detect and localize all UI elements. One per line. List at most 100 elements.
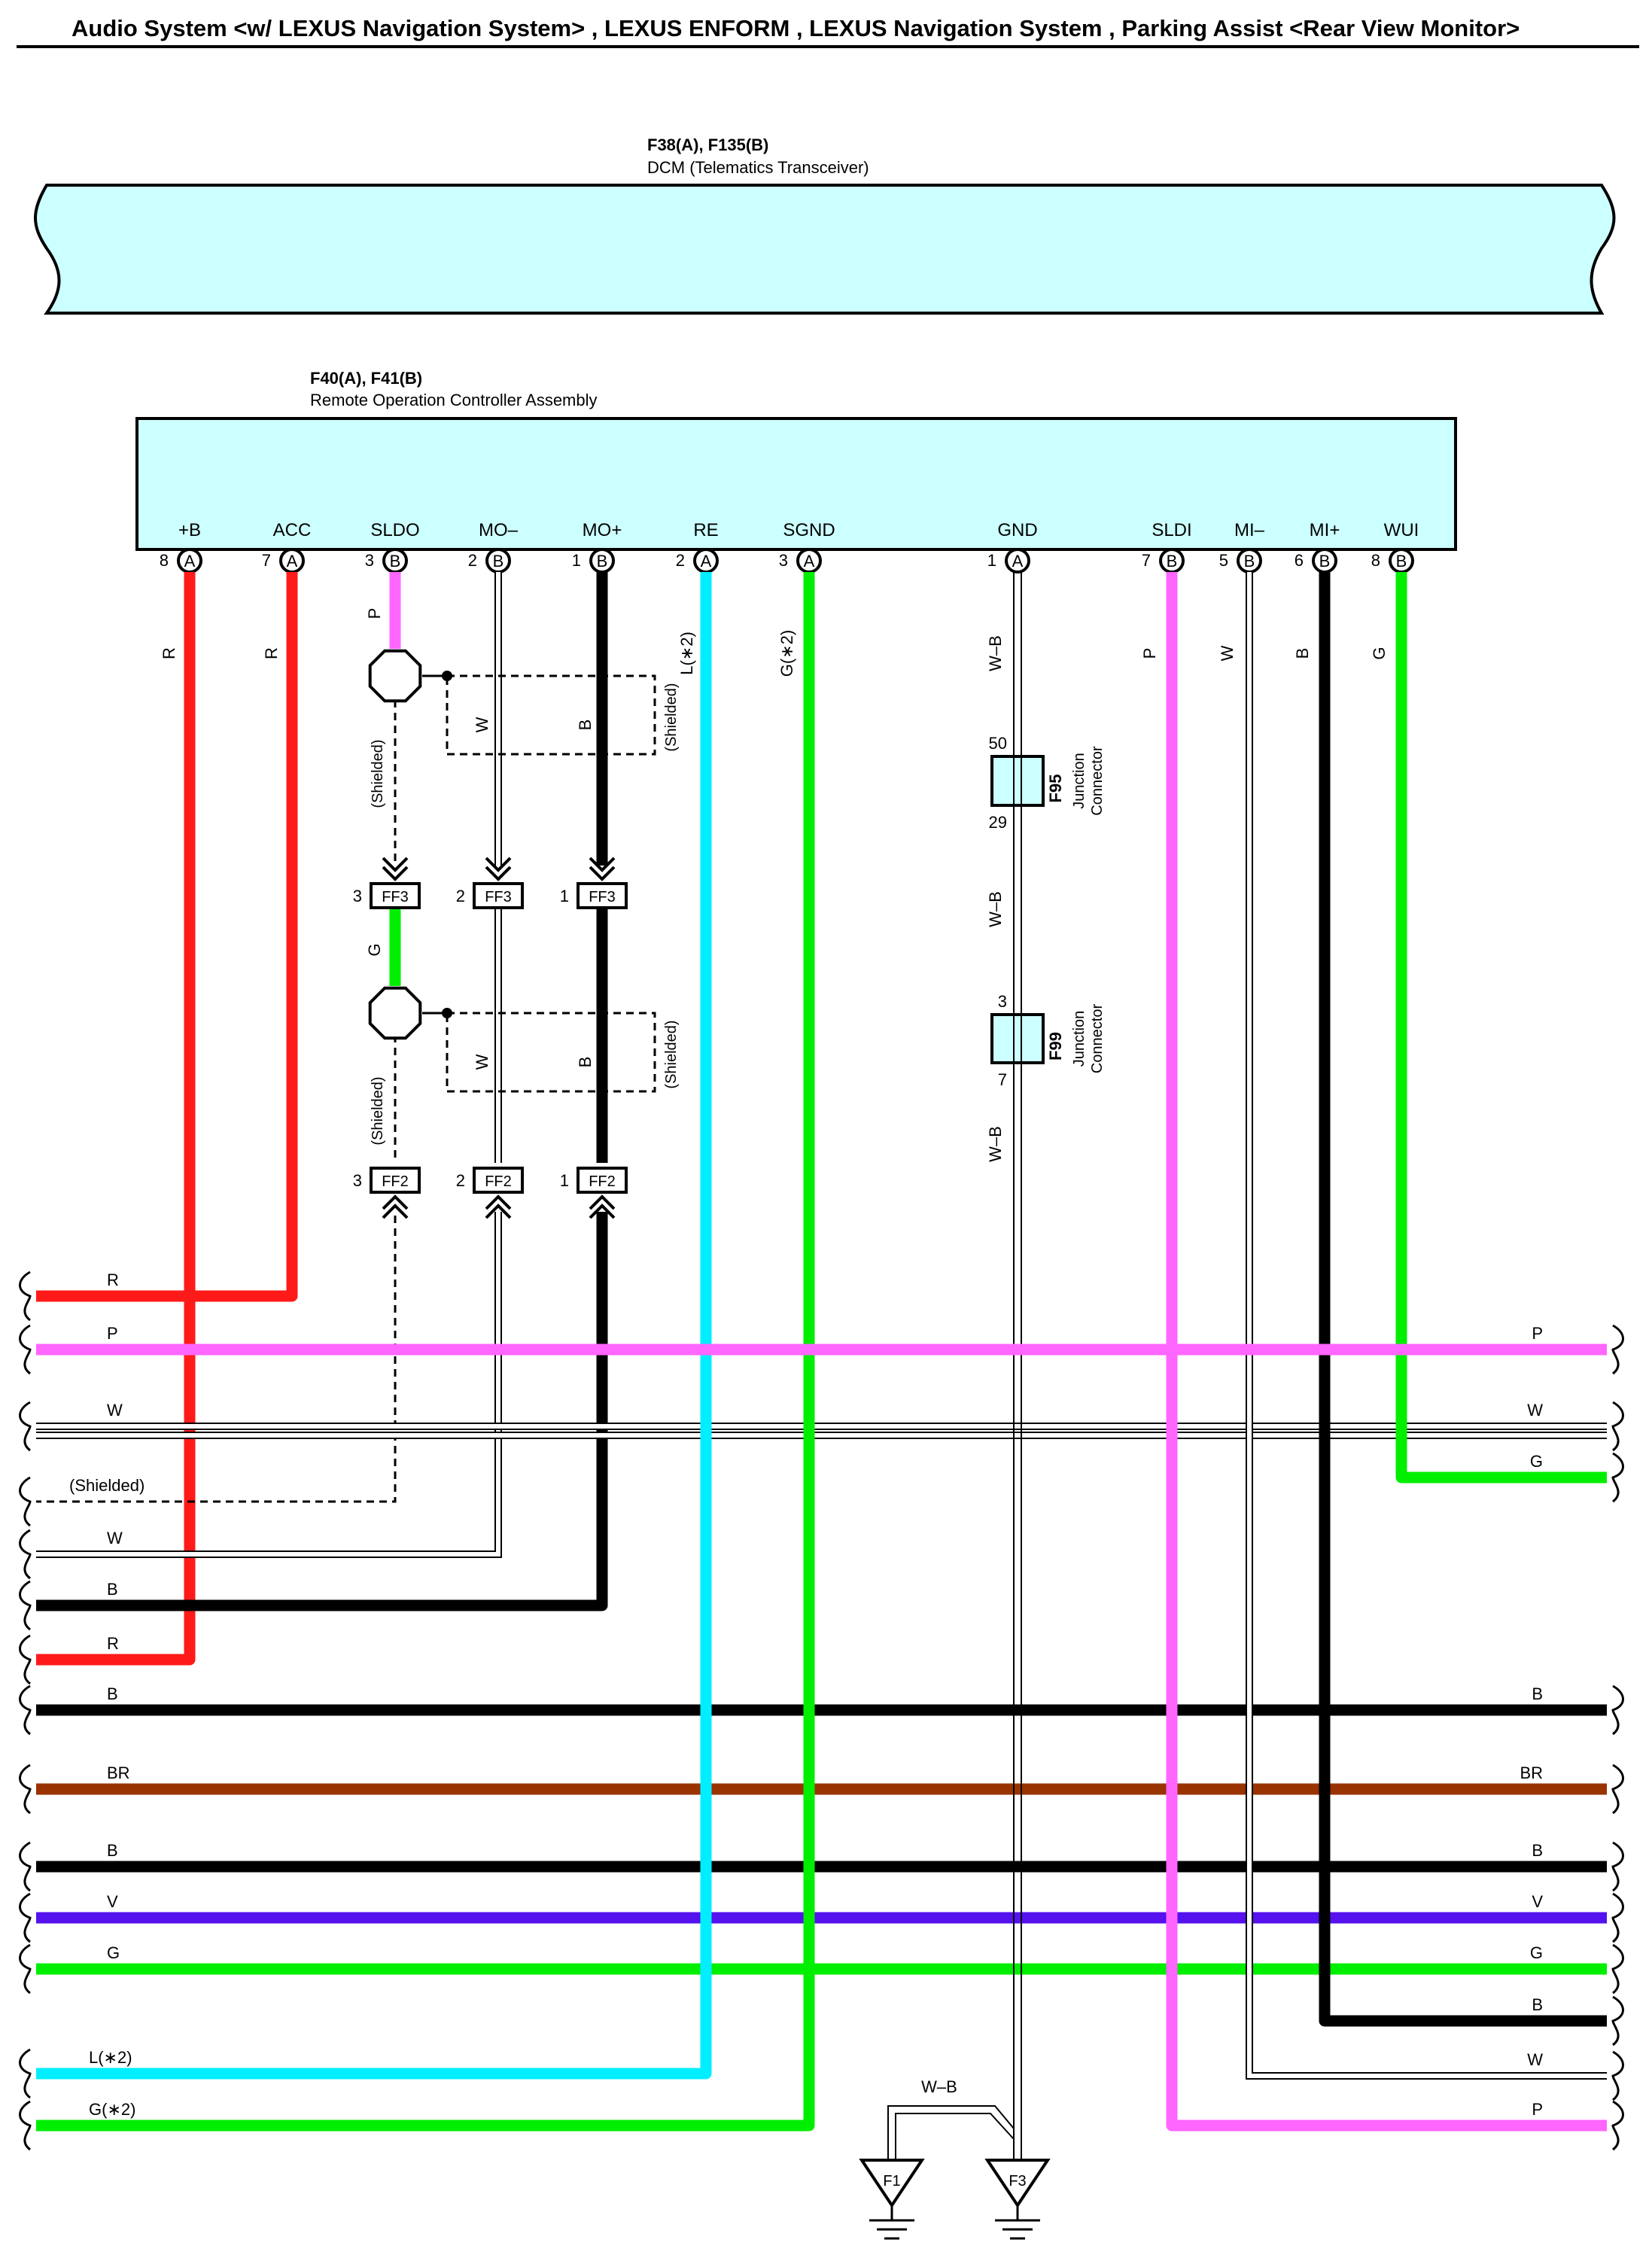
bus-right-label-6: V: [1532, 1892, 1543, 1911]
connector-pin-1-1: 2: [456, 1171, 465, 1190]
vertical-wire-label-8: B: [1293, 648, 1312, 659]
connector-box-1-2: [577, 1167, 628, 1194]
pin-name-0: +B: [178, 520, 201, 540]
wire-sldo-shield-3: [36, 1216, 397, 1503]
connector-pin-1-0: 3: [353, 1171, 362, 1190]
bus-right-label-4: BR: [1520, 1763, 1543, 1782]
bus-right-break-6: [1611, 1892, 1624, 1943]
shield-side-label-1: (Shielded): [663, 1020, 680, 1088]
wire-mo-minus-3-outline: [36, 1212, 502, 1558]
bus-left-label-9: B: [107, 1841, 118, 1860]
bus-right-label-2: G: [1530, 1452, 1543, 1471]
wire-mo-minus-3: [36, 1212, 500, 1557]
bus-right-break-4: [1611, 1763, 1624, 1815]
bus-right-break-8: [1611, 1995, 1624, 2047]
connector-box-0-2: [577, 882, 628, 909]
bus-left-label-0: R: [107, 1271, 119, 1289]
ground-link-label: W–B: [921, 2077, 957, 2096]
pin-number-0: 8: [160, 551, 169, 570]
wire-mi-minus-outline: [1246, 572, 1607, 2080]
pin-name-6: SGND: [783, 520, 835, 540]
pin-name-11: WUI: [1384, 520, 1419, 540]
connector-label-0-0: FF3: [382, 889, 409, 905]
bus-left-label-3: (Shielded): [69, 1476, 145, 1495]
pin-name-10: MI+: [1310, 520, 1340, 540]
bus-left-label-1: P: [107, 1324, 118, 1343]
pin-number-8: 7: [1142, 551, 1151, 570]
vertical-wire-label-7: W: [1218, 645, 1237, 661]
bus-left-label-10: V: [107, 1892, 118, 1911]
connector-pin-0-1: 2: [456, 887, 465, 905]
pin-connector-letter-8: B: [1167, 552, 1178, 571]
pin-connector-letter-0: A: [184, 552, 196, 571]
pin-name-5: RE: [693, 520, 718, 540]
pin-connector-letter-7: A: [1012, 552, 1024, 571]
bus-right-label-10: P: [1532, 2100, 1543, 2119]
pin-number-3: 2: [468, 551, 477, 570]
bus-left-label-5: B: [107, 1580, 118, 1599]
controller-component-box: [135, 417, 1457, 551]
bus-left-break-4: [19, 1529, 32, 1580]
wire-sldi: [1166, 572, 1607, 2132]
sldo-mid-label: G: [365, 943, 384, 956]
bus-left-break-11: [19, 1943, 32, 1995]
wire-mo-plus-3: [36, 1212, 608, 1611]
pin-number-4: 1: [572, 551, 581, 570]
junction-pin-bottom-1: 7: [998, 1070, 1007, 1089]
pin-name-9: MI–: [1234, 520, 1265, 540]
connector-box-1-1: [473, 1167, 524, 1194]
shield-octagon-1: [368, 986, 422, 1040]
connector-pin-1-2: 1: [560, 1171, 569, 1190]
wire-mi-minus: [1247, 572, 1607, 2078]
bus-left-label-12: L(∗2): [89, 2048, 132, 2067]
connector-arrow-1-0: [382, 1194, 409, 1219]
wire-mi-plus: [1319, 572, 1607, 2027]
connector-arrow-1-2: [589, 1194, 616, 1219]
dcm-name: DCM (Telematics Transceiver): [647, 158, 869, 177]
pin-connector-letter-6: A: [804, 552, 815, 571]
pin-connector-letter-9: B: [1244, 552, 1255, 571]
vertical-wire-label-4: G(∗2): [777, 630, 796, 677]
vertical-wire-label-2: P: [365, 608, 384, 619]
pin-connector-letter-11: B: [1396, 552, 1407, 571]
bus-left-label-8: BR: [107, 1763, 130, 1782]
connector-label-1-1: FF2: [485, 1173, 512, 1190]
wire-wui: [1395, 572, 1607, 1484]
pin-connector-letter-3: B: [493, 552, 504, 571]
shield-w-label-0: W: [473, 717, 491, 732]
bus-right-break-0: [1611, 1324, 1624, 1375]
bus-left-label-11: G: [107, 1943, 120, 1962]
bus-right-label-9: W: [1527, 2050, 1543, 2069]
dcm-code: F38(A), F135(B): [647, 135, 768, 154]
ground-label-f1: F1: [883, 2173, 900, 2190]
bus-left-label-4: W: [107, 1529, 123, 1547]
pin-connector-letter-5: A: [701, 552, 712, 571]
connector-arrow-1-1: [485, 1194, 512, 1219]
pin-name-4: MO+: [583, 520, 622, 540]
bus-left-break-12: [19, 2048, 32, 2099]
connector-arrow-0-0: [382, 857, 409, 881]
bus-left-break-5: [19, 1580, 32, 1631]
bus-right-label-1: W: [1527, 1401, 1543, 1420]
ground-triangle-f3: [984, 2159, 1051, 2208]
pin-number-9: 5: [1219, 551, 1228, 570]
shield-wire-label-1: (Shielded): [370, 1076, 386, 1145]
vertical-wire-label-6: P: [1140, 648, 1159, 659]
pin-name-8: SLDI: [1152, 520, 1191, 540]
wires: [36, 572, 1607, 2160]
junction-code-0: F95: [1046, 774, 1065, 803]
bus-right-break-7: [1611, 1943, 1624, 1995]
junction-name2-0: Connector: [1089, 746, 1106, 816]
connector-label-1-0: FF2: [382, 1173, 409, 1190]
pin-name-2: SLDO: [370, 520, 419, 540]
connector-label-1-2: FF2: [589, 1173, 616, 1190]
bus-right-label-7: G: [1530, 1943, 1543, 1962]
bus-left-break-8: [19, 1763, 32, 1815]
junction-code-1: F99: [1046, 1032, 1065, 1061]
pin-name-3: MO–: [479, 520, 519, 540]
gnd-mid-label-1: W–B: [986, 1126, 1005, 1162]
shield-octagon-0: [368, 649, 422, 703]
pin-number-11: 8: [1371, 551, 1380, 570]
shield-box-1: [446, 1012, 656, 1093]
